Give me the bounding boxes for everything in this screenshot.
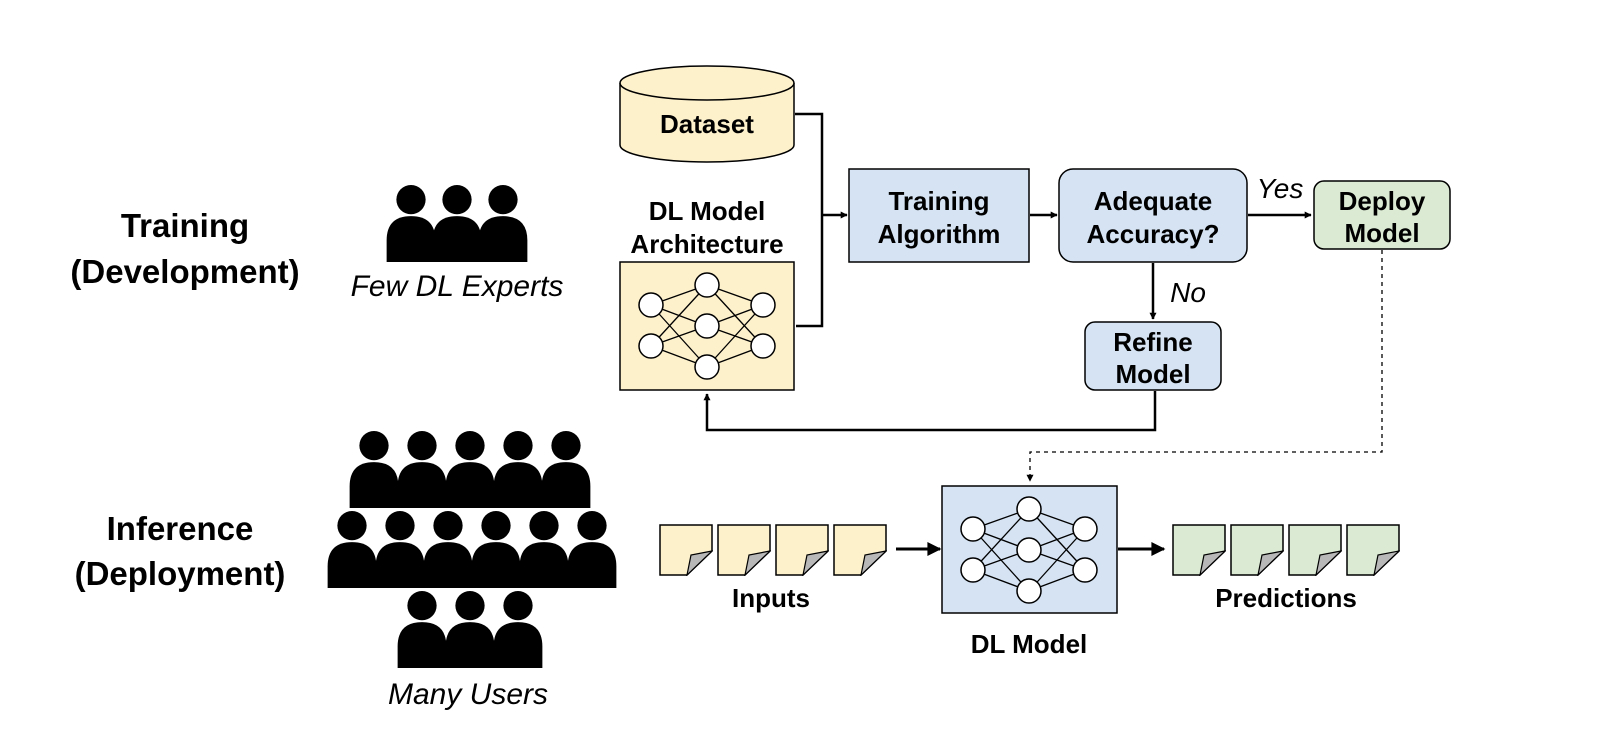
person-icon: [375, 510, 425, 588]
predictions-label: Predictions: [1215, 583, 1357, 613]
feedback-arrow: [703, 391, 1157, 432]
inputs-documents: [659, 524, 887, 576]
person-icon: [386, 184, 436, 262]
architecture-title: DL Model: [649, 196, 766, 226]
training-algorithm-line1: Training: [888, 186, 989, 216]
inputs-label: Inputs: [732, 583, 810, 613]
dataset-label: Dataset: [660, 109, 754, 139]
training-algorithm-node: Training Algorithm: [848, 168, 1030, 263]
dl-model-label: DL Model: [971, 629, 1088, 659]
person-icon: [519, 510, 569, 588]
refine-line2: Model: [1115, 359, 1190, 389]
person-icon: [493, 430, 543, 508]
experts-group: [386, 184, 528, 262]
accuracy-line2: Accuracy?: [1087, 219, 1220, 249]
person-icon: [471, 510, 521, 588]
document-icon: [717, 524, 771, 576]
person-icon: [432, 184, 482, 262]
accuracy-line1: Adequate: [1094, 186, 1212, 216]
deploy-model-node: Deploy Model: [1313, 180, 1451, 250]
users-caption: Many Users: [388, 678, 548, 711]
document-icon: [1172, 524, 1226, 576]
document-icon: [1288, 524, 1342, 576]
yes-label: Yes: [1257, 173, 1304, 204]
person-icon: [445, 430, 495, 508]
person-icon: [567, 510, 617, 588]
person-icon: [478, 184, 528, 262]
inference-section-subtitle: (Deployment): [75, 555, 286, 592]
neural-network-icon: [638, 272, 776, 380]
document-icon: [833, 524, 887, 576]
training-section-subtitle: (Development): [70, 253, 299, 290]
document-icon: [775, 524, 829, 576]
deploy-line1: Deploy: [1339, 186, 1426, 216]
dataset-node: Dataset: [619, 65, 795, 163]
person-icon: [493, 590, 543, 668]
deploy-dashed-connector: [1026, 250, 1383, 482]
person-icon: [327, 510, 377, 588]
training-algorithm-line2: Algorithm: [878, 219, 1001, 249]
neural-network-icon: [960, 496, 1098, 604]
person-icon: [397, 430, 447, 508]
users-group: [327, 430, 617, 668]
refine-model-node: Refine Model: [1084, 321, 1222, 391]
refine-line1: Refine: [1113, 327, 1192, 357]
inference-section-title: Inference: [107, 510, 254, 547]
merge-connector: [795, 112, 848, 328]
architecture-subtitle: Architecture: [630, 229, 783, 259]
person-icon: [423, 510, 473, 588]
predictions-documents: [1172, 524, 1400, 576]
person-icon: [541, 430, 591, 508]
deploy-line2: Model: [1344, 218, 1419, 248]
person-icon: [397, 590, 447, 668]
document-icon: [659, 524, 713, 576]
accuracy-decision-node: Adequate Accuracy?: [1058, 168, 1248, 263]
person-icon: [445, 590, 495, 668]
person-icon: [349, 430, 399, 508]
experts-caption: Few DL Experts: [351, 270, 564, 303]
document-icon: [1346, 524, 1400, 576]
no-label: No: [1170, 277, 1206, 308]
document-icon: [1230, 524, 1284, 576]
training-section-title: Training: [121, 207, 249, 244]
